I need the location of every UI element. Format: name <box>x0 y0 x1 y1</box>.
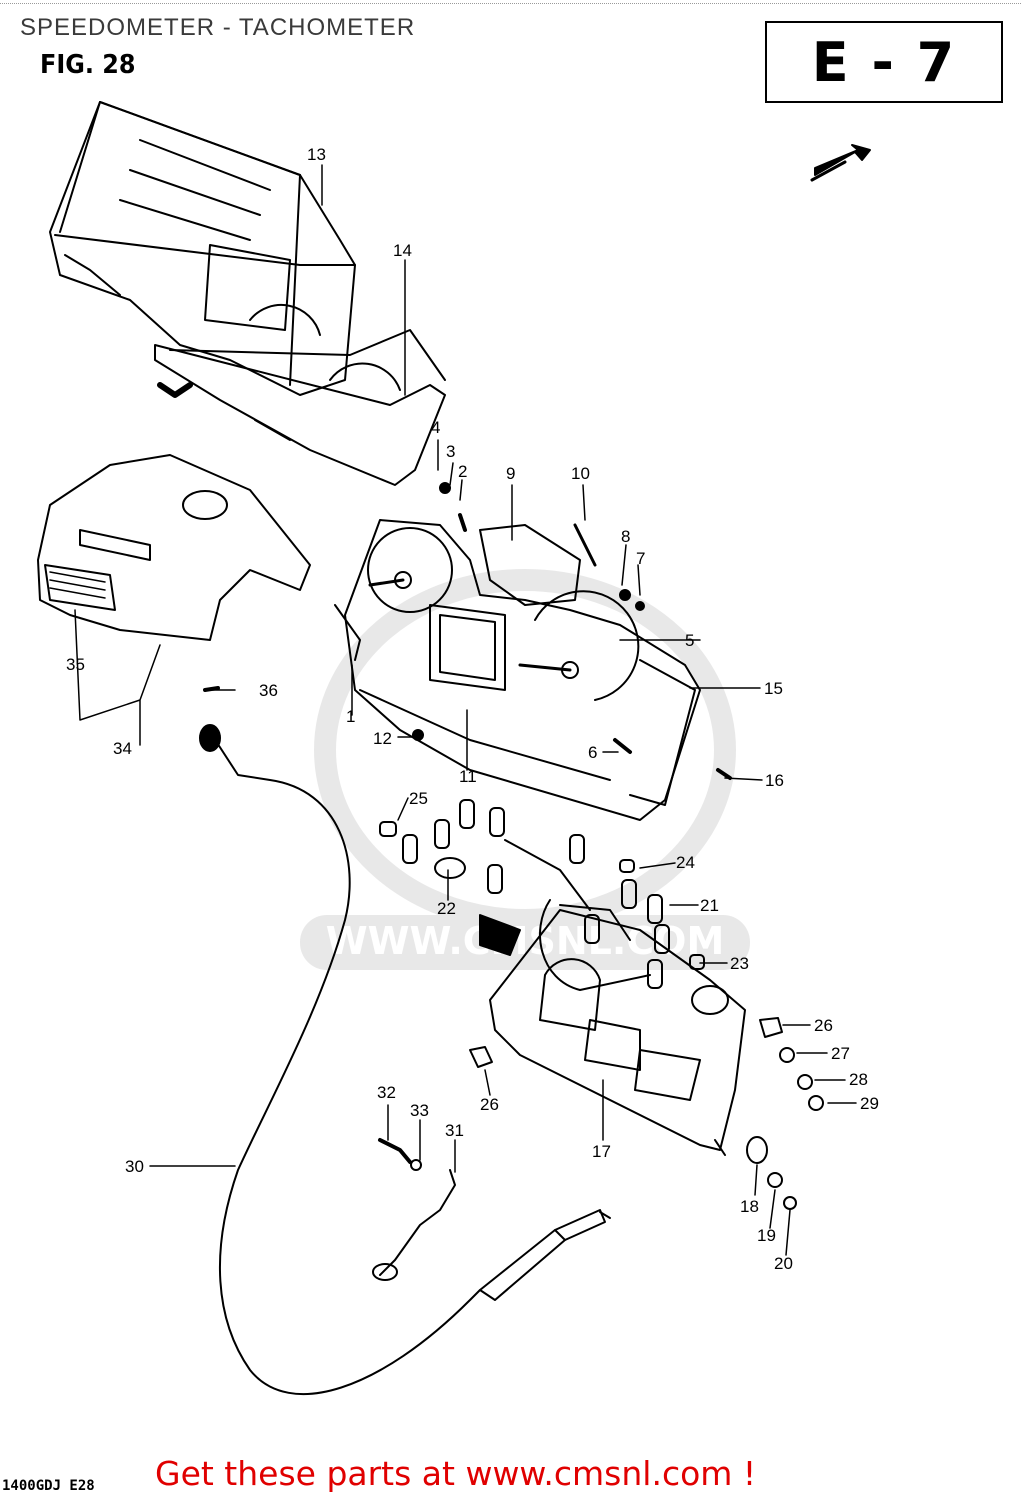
part-number: 18 <box>740 1197 759 1216</box>
fasteners <box>203 686 824 1281</box>
part-labels: 13 14 4 3 2 9 10 8 7 5 15 16 1 12 11 6 3… <box>66 145 879 1273</box>
leader-lines <box>74 164 857 1256</box>
part-number: 2 <box>458 462 467 481</box>
part-number: 4 <box>431 418 440 437</box>
section-code-box: E - 7 <box>765 21 1003 103</box>
part-number: 11 <box>459 767 477 786</box>
meter-cluster-assembly <box>334 482 732 821</box>
part-number: 9 <box>506 464 515 483</box>
part-number: 31 <box>445 1121 464 1140</box>
part-number: 27 <box>831 1044 850 1063</box>
part-number: 22 <box>437 899 456 918</box>
part-number: 20 <box>774 1254 793 1273</box>
speedometer-cable-30 <box>199 724 611 1395</box>
part-number: 12 <box>373 729 392 748</box>
part-number: 34 <box>113 739 132 758</box>
part-number: 29 <box>860 1094 879 1113</box>
top-border <box>0 3 1021 4</box>
model-code: 1400GDJ E28 <box>2 1478 95 1494</box>
meter-base-14 <box>154 303 446 486</box>
part-number: 14 <box>393 241 412 260</box>
meter-cover-13 <box>49 101 356 398</box>
meter-bracket-17 <box>479 839 746 1156</box>
lower-cover-34-35 <box>37 454 311 641</box>
promo-link[interactable]: Get these parts at www.cmsnl.com ! <box>155 1454 757 1493</box>
part-number: 19 <box>757 1226 776 1245</box>
part-number: 5 <box>685 631 694 650</box>
page-title: SPEEDOMETER - TACHOMETER <box>20 14 416 41</box>
part-number: 1 <box>346 707 355 726</box>
front-arrow-icon <box>810 144 871 182</box>
part-number: 28 <box>849 1070 868 1089</box>
part-number: 21 <box>700 896 719 915</box>
part-number: 6 <box>588 743 597 762</box>
part-number: 26 <box>814 1016 833 1035</box>
bulb-sockets <box>379 799 705 989</box>
part-number: 16 <box>765 771 784 790</box>
part-number: 32 <box>377 1083 396 1102</box>
section-code: E - 7 <box>811 30 957 94</box>
part-number: 13 <box>307 145 326 164</box>
part-number: 15 <box>764 679 783 698</box>
part-number: 17 <box>592 1142 611 1161</box>
part-number: 26 <box>480 1095 499 1114</box>
part-number: 7 <box>636 549 645 568</box>
part-number: 36 <box>259 681 278 700</box>
part-number: 30 <box>125 1157 144 1176</box>
part-number: 23 <box>730 954 749 973</box>
part-number: 3 <box>446 442 455 461</box>
part-number: 8 <box>621 527 630 546</box>
part-number: 10 <box>571 464 590 483</box>
part-number: 35 <box>66 655 85 674</box>
part-number: 33 <box>410 1101 429 1120</box>
part-number: 24 <box>676 853 695 872</box>
figure-label: FIG. 28 <box>40 50 136 80</box>
part-number: 25 <box>409 789 428 808</box>
